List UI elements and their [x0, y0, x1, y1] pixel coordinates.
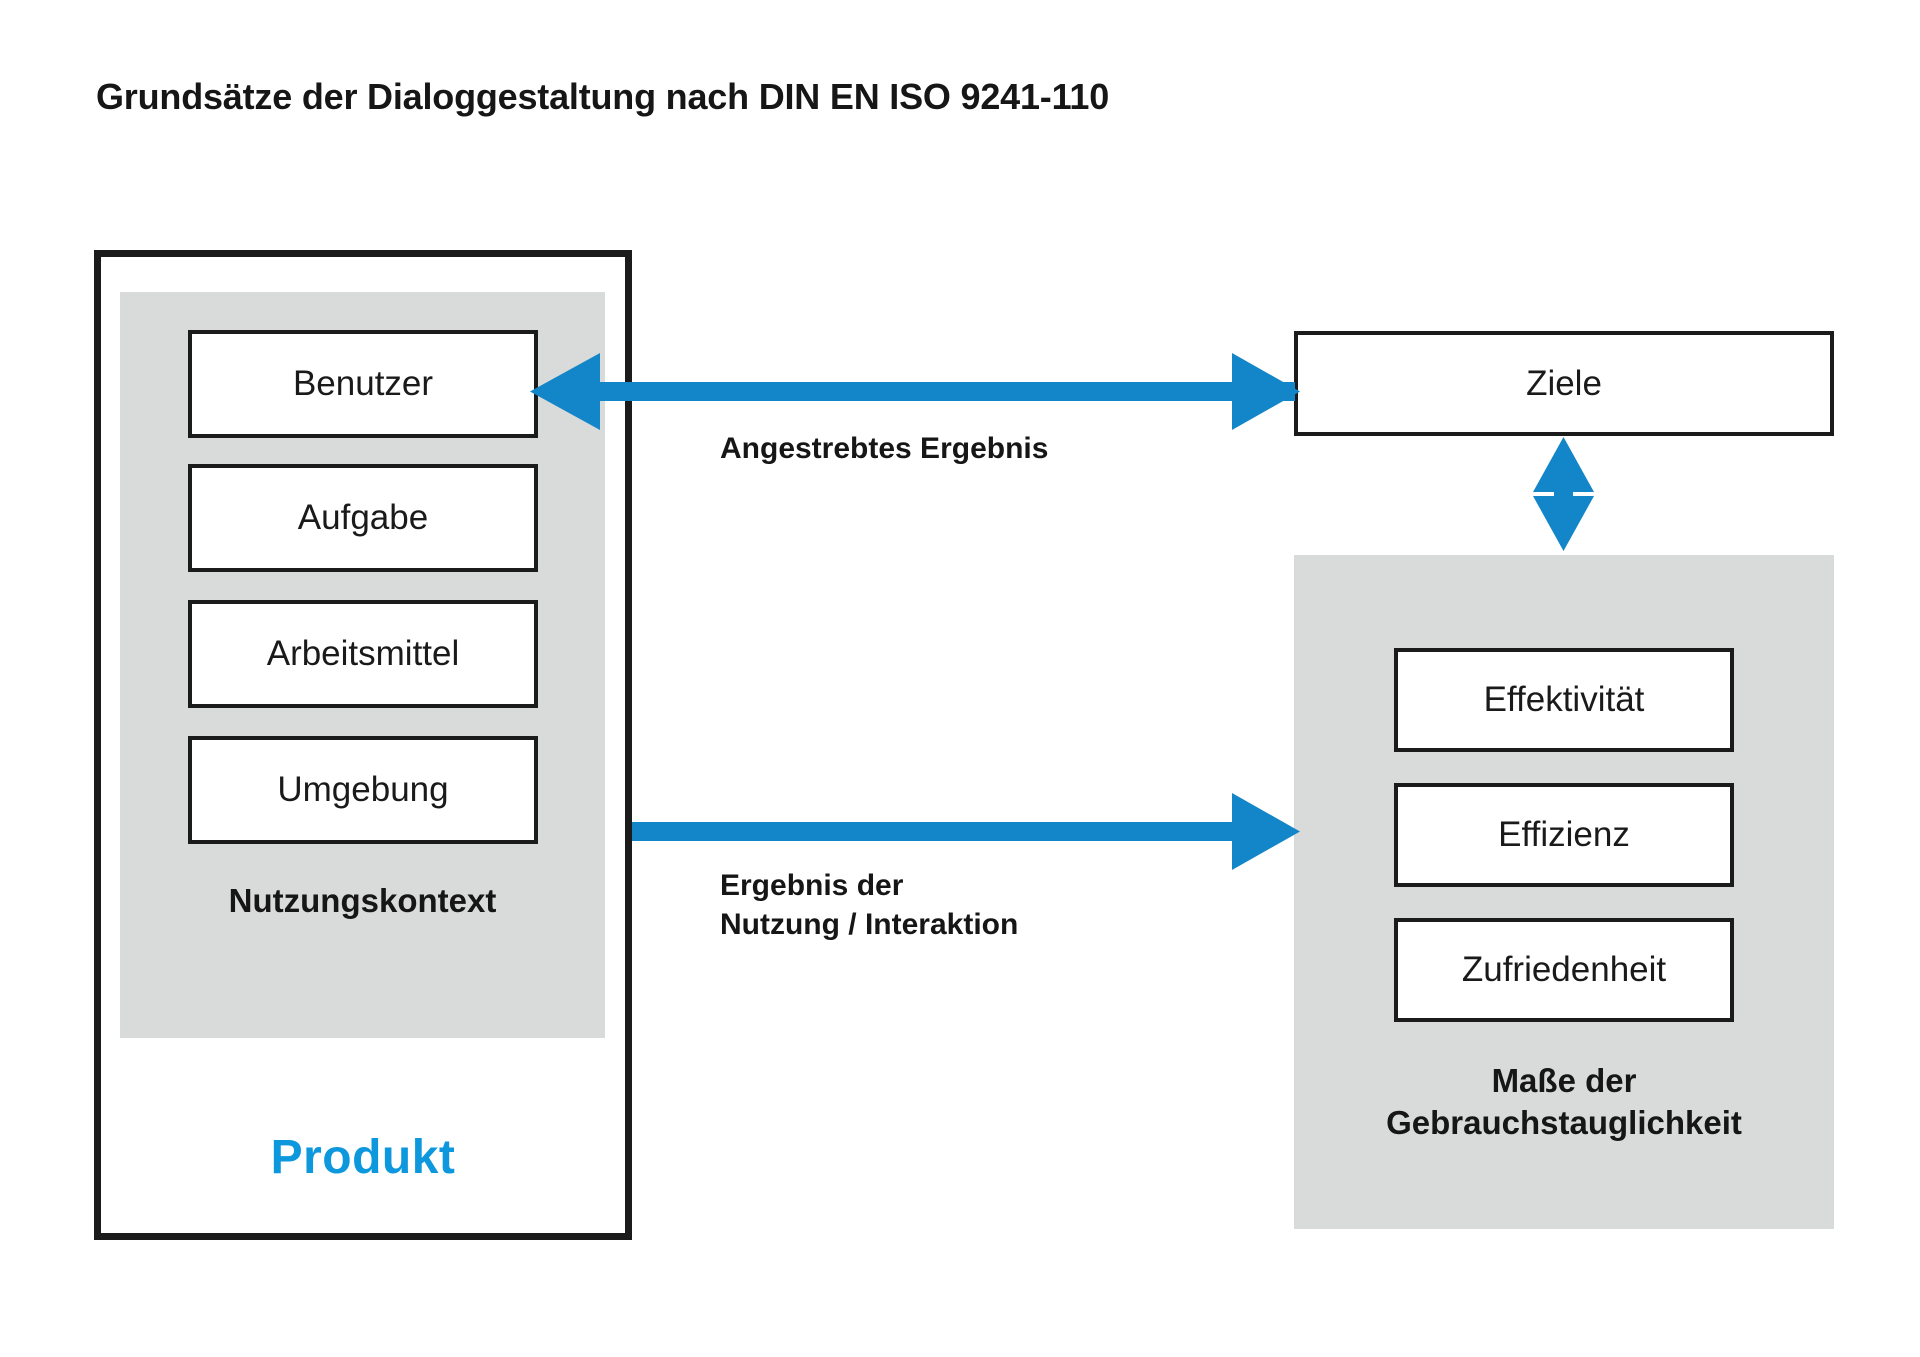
nutzungskontext-panel: Benutzer Aufgabe Arbeitsmittel Umgebung …	[120, 292, 605, 1038]
context-box-benutzer: Benutzer	[188, 330, 538, 438]
context-box-label: Benutzer	[292, 364, 434, 403]
arrow-label-line-1: Ergebnis der	[720, 869, 904, 902]
measure-box-label: Effizienz	[1498, 815, 1630, 854]
context-box-label: Arbeitsmittel	[266, 634, 460, 673]
context-box-label: Aufgabe	[297, 498, 429, 537]
context-box-aufgabe: Aufgabe	[188, 464, 538, 572]
measure-box-label: Zufriedenheit	[1461, 950, 1667, 989]
produkt-label: Produkt	[270, 1131, 456, 1184]
arrow-label-angestrebtes-ergebnis: Angestrebtes Ergebnis	[720, 432, 1049, 465]
nutzungskontext-caption: Nutzungskontext	[228, 882, 497, 919]
context-box-label: Umgebung	[277, 770, 449, 809]
page-title: Grundsätze der Dialoggestaltung nach DIN…	[96, 76, 1110, 117]
arrow-ergebnis-der-nutzung	[632, 793, 1300, 870]
context-box-umgebung: Umgebung	[188, 736, 538, 844]
masse-caption-line-2: Gebrauchstauglichkeit	[1386, 1104, 1742, 1142]
ziele-label: Ziele	[1526, 363, 1602, 403]
masse-caption: Maße der Gebrauchstauglichkeit	[1294, 1060, 1834, 1144]
measure-box-label: Effektivität	[1483, 680, 1645, 719]
measure-box-zufriedenheit: Zufriedenheit	[1394, 918, 1734, 1022]
masse-der-gebrauchstauglichkeit-panel: Effektivität Effizienz Zufriedenheit Maß…	[1294, 555, 1834, 1229]
masse-caption-line-1: Maße der	[1491, 1062, 1637, 1099]
arrow-label-ergebnis-der-nutzung: Ergebnis der Nutzung / Interaktion	[720, 866, 1018, 944]
measure-box-effizienz: Effizienz	[1394, 783, 1734, 887]
ziele-box: Ziele	[1294, 331, 1834, 436]
arrow-angestrebtes-ergebnis	[530, 353, 1300, 430]
arrow-ziele-masse-vertical	[1533, 437, 1594, 551]
context-box-arbeitsmittel: Arbeitsmittel	[188, 600, 538, 708]
arrow-label-line-2: Nutzung / Interaktion	[720, 908, 1019, 941]
measure-box-effektivitaet: Effektivität	[1394, 648, 1734, 752]
